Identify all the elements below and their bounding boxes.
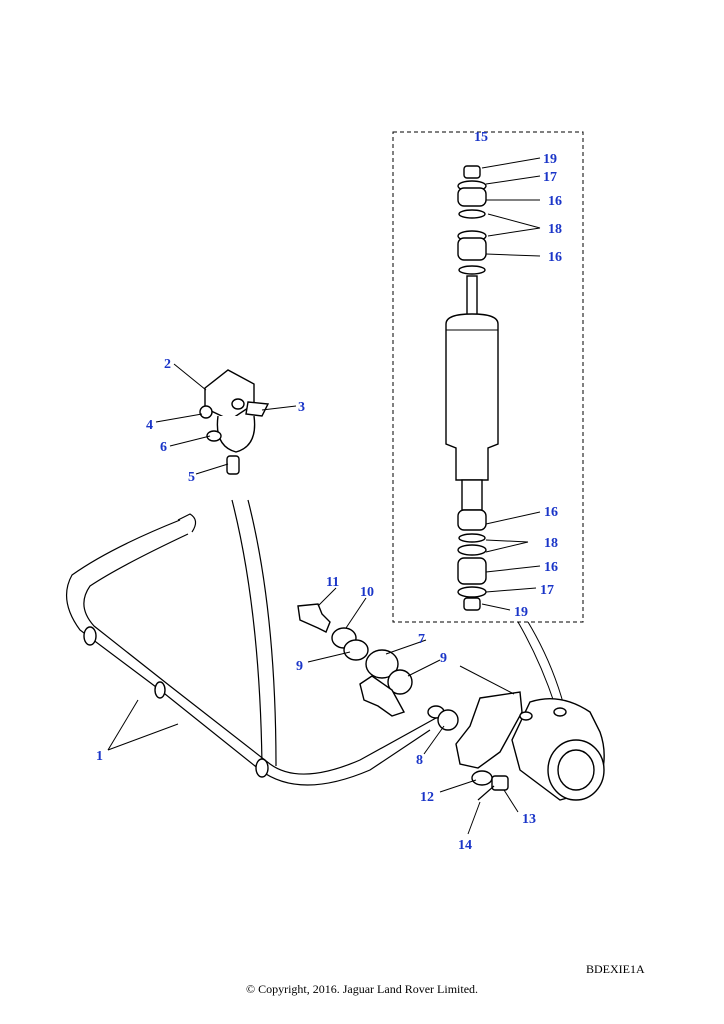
diagram-reference-code: BDEXIE1A (586, 962, 645, 976)
callout-16-top-a: 16 (548, 194, 562, 209)
copyright-notice: © Copyright, 2016. Jaguar Land Rover Lim… (245, 982, 479, 996)
callout-9-right: 9 (440, 651, 447, 666)
shock-top-bush-stack (457, 165, 487, 275)
callout-16-top-b: 16 (548, 250, 562, 265)
callout-11: 11 (326, 575, 339, 590)
callout-17-top: 17 (543, 170, 557, 185)
callout-9-left: 9 (296, 659, 303, 674)
callout-19-top: 19 (543, 152, 557, 167)
leader-lines (107, 157, 541, 835)
callout-5: 5 (188, 470, 195, 485)
callout-19-bottom: 19 (514, 605, 528, 620)
shock-body (445, 313, 499, 481)
shock-assembly-dashed-box (392, 131, 584, 623)
callout-1: 1 (96, 749, 103, 764)
callout-4: 4 (146, 418, 153, 433)
callout-6: 6 (160, 440, 167, 455)
callout-16-bottom-b: 16 (544, 560, 558, 575)
callout-15: 15 (474, 130, 488, 145)
link-assembly (297, 603, 413, 717)
axle-housing (437, 665, 605, 801)
callout-8: 8 (416, 753, 423, 768)
callout-17-bottom: 17 (540, 583, 554, 598)
callout-13: 13 (522, 812, 536, 827)
shock-rod (466, 275, 478, 317)
clamp-bracket (199, 369, 270, 475)
callout-12: 12 (420, 790, 434, 805)
callout-18-bottom: 18 (544, 536, 558, 551)
callout-3: 3 (298, 400, 305, 415)
callout-14: 14 (458, 838, 472, 853)
callout-16-bottom-a: 16 (544, 505, 558, 520)
callout-labels: 1 2 3 4 5 6 7 8 9 9 10 11 12 13 14 15 19… (96, 130, 562, 853)
callout-7: 7 (418, 632, 425, 647)
shock-absorber (445, 165, 499, 611)
shock-bottom-bush-stack (457, 509, 487, 611)
callout-2: 2 (164, 357, 171, 372)
callout-18-top: 18 (548, 222, 562, 237)
anti-roll-bar (65, 499, 445, 786)
callout-10: 10 (360, 585, 374, 600)
